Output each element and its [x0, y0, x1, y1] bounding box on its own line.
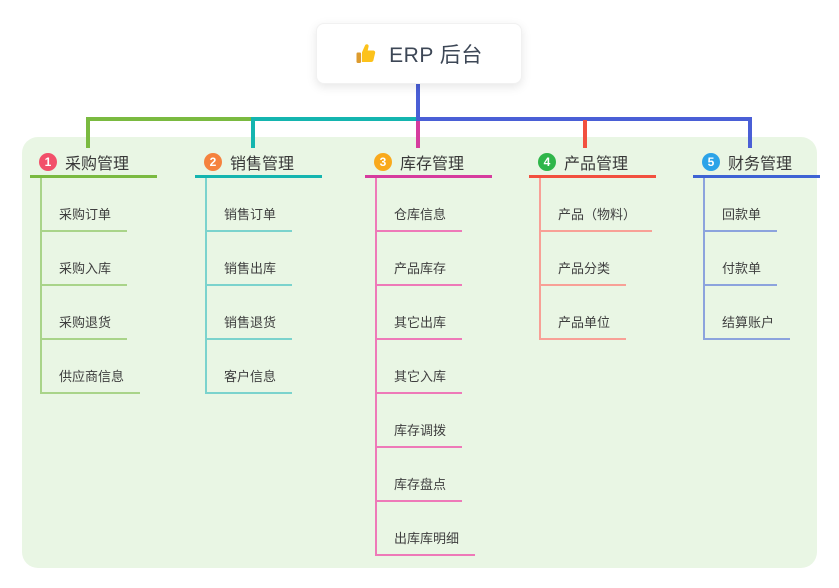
branch-sales: 2 销售管理 销售订单 销售出库 销售退货 客户信息 — [195, 148, 322, 394]
branch-title: 产品管理 — [564, 155, 629, 173]
child-node[interactable]: 产品单位 — [541, 286, 627, 340]
child-node[interactable]: 采购入库 — [42, 232, 128, 286]
connector-branch1-drop — [86, 117, 90, 148]
branch-number-badge: 3 — [374, 152, 392, 171]
branch-children: 仓库信息 产品库存 其它出库 其它入库 库存调拨 库存盘点 出库库明细 — [375, 178, 492, 556]
branch-children: 产品（物料） 产品分类 产品单位 — [539, 178, 656, 340]
child-node[interactable]: 采购订单 — [42, 178, 128, 232]
branch-inventory: 3 库存管理 仓库信息 产品库存 其它出库 其它入库 库存调拨 库存盘点 出库库… — [365, 148, 492, 556]
child-node[interactable]: 销售退货 — [207, 286, 293, 340]
child-node[interactable]: 出库库明细 — [377, 502, 476, 556]
child-node[interactable]: 产品分类 — [541, 232, 627, 286]
branch-node-inventory[interactable]: 3 库存管理 — [365, 148, 492, 178]
root-title: ERP 后台 — [389, 43, 483, 67]
branch-finance: 5 财务管理 回款单 付款单 结算账户 — [693, 148, 820, 340]
child-node[interactable]: 供应商信息 — [42, 340, 141, 394]
child-node[interactable]: 付款单 — [705, 232, 778, 286]
branch-title: 库存管理 — [400, 155, 465, 173]
connector-branch4-drop — [583, 120, 587, 148]
child-node[interactable]: 其它出库 — [377, 286, 463, 340]
child-node[interactable]: 库存盘点 — [377, 448, 463, 502]
branch-number-badge: 2 — [204, 152, 222, 171]
child-node[interactable]: 产品库存 — [377, 232, 463, 286]
thumbs-up-icon — [356, 43, 376, 63]
connector-branch3-drop — [416, 120, 420, 148]
branch-number-badge: 4 — [538, 152, 556, 171]
connector-branch5 — [416, 117, 752, 121]
connector-branch2 — [253, 117, 420, 121]
branch-title: 销售管理 — [230, 155, 295, 173]
branch-product: 4 产品管理 产品（物料） 产品分类 产品单位 — [529, 148, 656, 340]
branch-children: 销售订单 销售出库 销售退货 客户信息 — [205, 178, 322, 394]
branches-panel — [22, 137, 817, 568]
branch-children: 采购订单 采购入库 采购退货 供应商信息 — [40, 178, 157, 394]
branch-node-finance[interactable]: 5 财务管理 — [693, 148, 820, 178]
branch-title: 采购管理 — [65, 155, 130, 173]
branch-node-purchase[interactable]: 1 采购管理 — [30, 148, 157, 178]
child-node[interactable]: 结算账户 — [705, 286, 791, 340]
connector-branch2-drop — [251, 117, 255, 148]
branch-title: 财务管理 — [728, 155, 793, 173]
branch-children: 回款单 付款单 结算账户 — [703, 178, 820, 340]
child-node[interactable]: 销售出库 — [207, 232, 293, 286]
connector-branch1 — [86, 117, 255, 121]
connector-branch5-drop — [748, 117, 752, 148]
child-node[interactable]: 客户信息 — [207, 340, 293, 394]
branch-purchase: 1 采购管理 采购订单 采购入库 采购退货 供应商信息 — [30, 148, 157, 394]
root-node[interactable]: ERP 后台 — [316, 23, 522, 84]
child-node[interactable]: 其它入库 — [377, 340, 463, 394]
child-node[interactable]: 产品（物料） — [541, 178, 653, 232]
branch-node-sales[interactable]: 2 销售管理 — [195, 148, 322, 178]
branch-number-badge: 5 — [702, 152, 720, 171]
child-node[interactable]: 销售订单 — [207, 178, 293, 232]
child-node[interactable]: 仓库信息 — [377, 178, 463, 232]
connector-root-drop — [416, 84, 420, 121]
branch-node-product[interactable]: 4 产品管理 — [529, 148, 656, 178]
child-node[interactable]: 采购退货 — [42, 286, 128, 340]
child-node[interactable]: 库存调拨 — [377, 394, 463, 448]
child-node[interactable]: 回款单 — [705, 178, 778, 232]
branch-number-badge: 1 — [39, 152, 57, 171]
